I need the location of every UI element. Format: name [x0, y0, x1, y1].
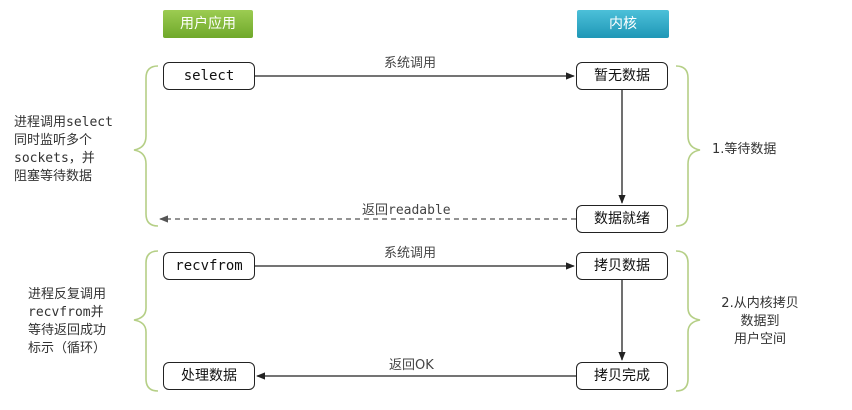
node-no-data: 暂无数据 [576, 62, 668, 90]
left-brace-phase2 [133, 250, 159, 392]
left-note-phase1-line: 阻塞等待数据 [14, 169, 93, 184]
right-note-phase2-line: 2.从内核拷贝 [721, 296, 799, 311]
node-copy-done: 拷贝完成 [576, 362, 668, 390]
node-select: select [163, 62, 255, 90]
node-copy-data: 拷贝数据 [576, 252, 668, 280]
right-note-phase1: 1.等待数据 [712, 141, 776, 159]
label-return-readable: 返回readable [362, 203, 451, 218]
left-note-phase1-line: 同时监听多个 [14, 133, 93, 148]
right-brace-phase1 [675, 65, 701, 227]
right-brace-phase2 [675, 250, 701, 392]
right-note-phase2-line: 数据到 [740, 314, 780, 329]
right-note-phase2: 2.从内核拷贝 数据到 用户空间 [712, 295, 808, 349]
left-note-phase1: 进程调用select 同时监听多个 sockets，并 阻塞等待数据 [14, 114, 113, 186]
node-data-ready: 数据就绪 [576, 205, 668, 233]
label-return-ok: 返回OK [389, 358, 434, 373]
left-brace-phase1 [133, 65, 159, 227]
right-note-phase2-line: 用户空间 [733, 332, 786, 347]
left-note-phase1-line: 进程调用select [14, 115, 113, 130]
label-syscall-1: 系统调用 [384, 56, 437, 71]
left-note-phase2-line: recvfrom并 [28, 305, 104, 320]
node-recvfrom: recvfrom [163, 252, 255, 280]
left-note-phase1-line: sockets，并 [14, 151, 95, 166]
user-app-header: 用户应用 [163, 10, 253, 38]
left-note-phase2-line: 标示（循环） [28, 341, 107, 356]
right-note-phase1-line: 1.等待数据 [712, 142, 777, 157]
node-process-data: 处理数据 [163, 362, 255, 390]
left-note-phase2: 进程反复调用 recvfrom并 等待返回成功 标示（循环） [28, 286, 106, 358]
left-note-phase2-line: 进程反复调用 [28, 287, 107, 302]
kernel-header: 内核 [577, 10, 669, 38]
left-note-phase2-line: 等待返回成功 [28, 323, 107, 338]
label-syscall-2: 系统调用 [384, 246, 437, 261]
